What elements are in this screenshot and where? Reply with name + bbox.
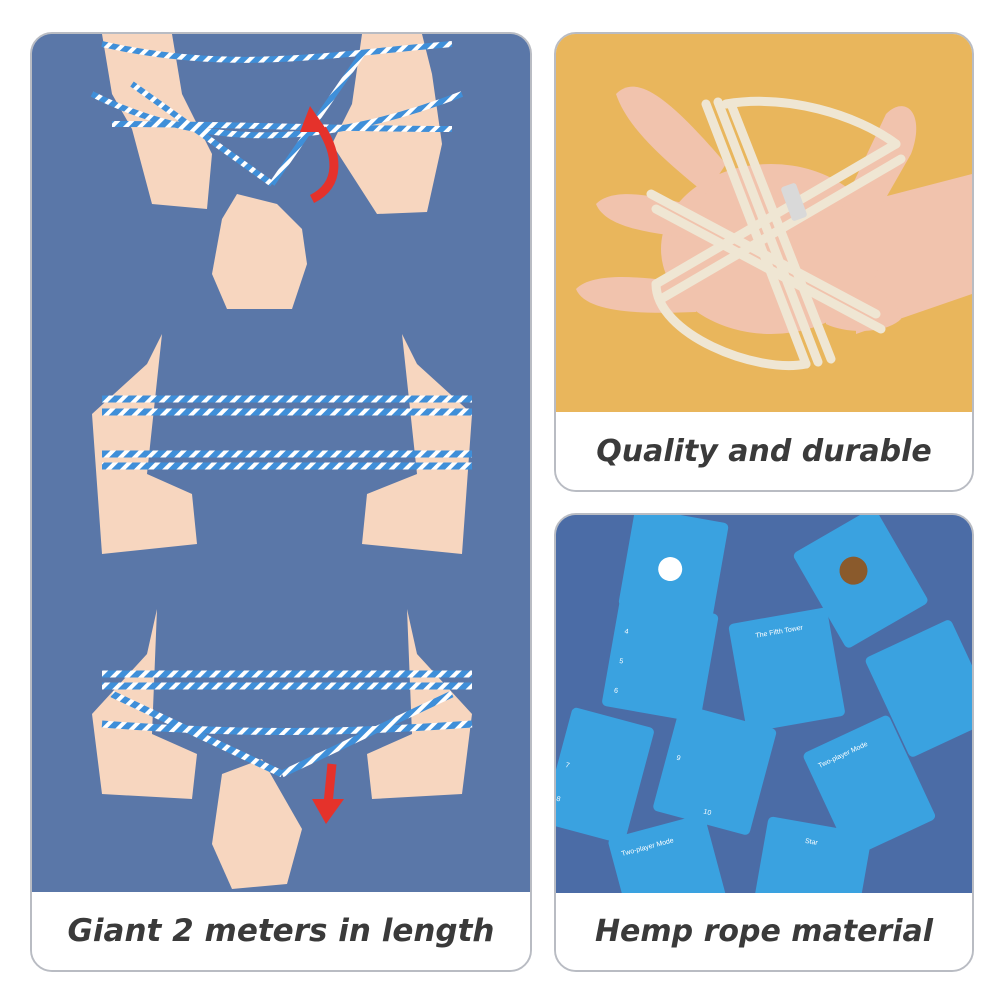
- instruction-card-two-player: Two-player Mode: [803, 715, 936, 857]
- string-game-hands-illustration: [32, 34, 530, 894]
- instruction-card: [618, 515, 729, 622]
- svg-text:Star: Star: [804, 838, 819, 847]
- curved-arrow-icon: [300, 106, 339, 204]
- svg-text:6: 6: [613, 687, 618, 695]
- instruction-card: 7 8: [556, 707, 654, 844]
- instruction-card-star: Star: [753, 816, 872, 895]
- svg-text:5: 5: [619, 658, 624, 666]
- step-2-hands: [92, 334, 472, 554]
- instruction-card: 4 5 6: [602, 597, 719, 722]
- caption-length: Giant 2 meters in length: [32, 892, 530, 970]
- caption-durable: Quality and durable: [556, 412, 972, 490]
- instruction-card-two-player: Two-player Mode: [608, 814, 727, 895]
- svg-text:4: 4: [624, 628, 629, 636]
- instruction-card-fifth-tower: The Fifth Tower: [728, 607, 845, 732]
- panel-length-illustration: Giant 2 meters in length: [30, 32, 532, 972]
- instruction-card: 9 10: [653, 704, 777, 835]
- down-arrow-icon: [312, 763, 344, 824]
- hand-holding-rope-photo: [556, 34, 972, 414]
- instruction-card: [865, 620, 972, 757]
- panel-durable-photo: Quality and durable: [554, 32, 974, 492]
- svg-text:8: 8: [556, 796, 561, 804]
- svg-text:7: 7: [565, 762, 571, 770]
- instruction-cards-photo: 4 5 6 The Fifth Tower 7 8: [556, 515, 972, 895]
- caption-material: Hemp rope material: [556, 893, 972, 970]
- cream-rope: [646, 96, 906, 370]
- panel-material-photo: 4 5 6 The Fifth Tower 7 8: [554, 513, 974, 972]
- svg-text:9: 9: [676, 755, 682, 763]
- step-3-hands: [92, 609, 473, 889]
- step-1-hands: [90, 34, 464, 309]
- svg-text:10: 10: [703, 808, 712, 817]
